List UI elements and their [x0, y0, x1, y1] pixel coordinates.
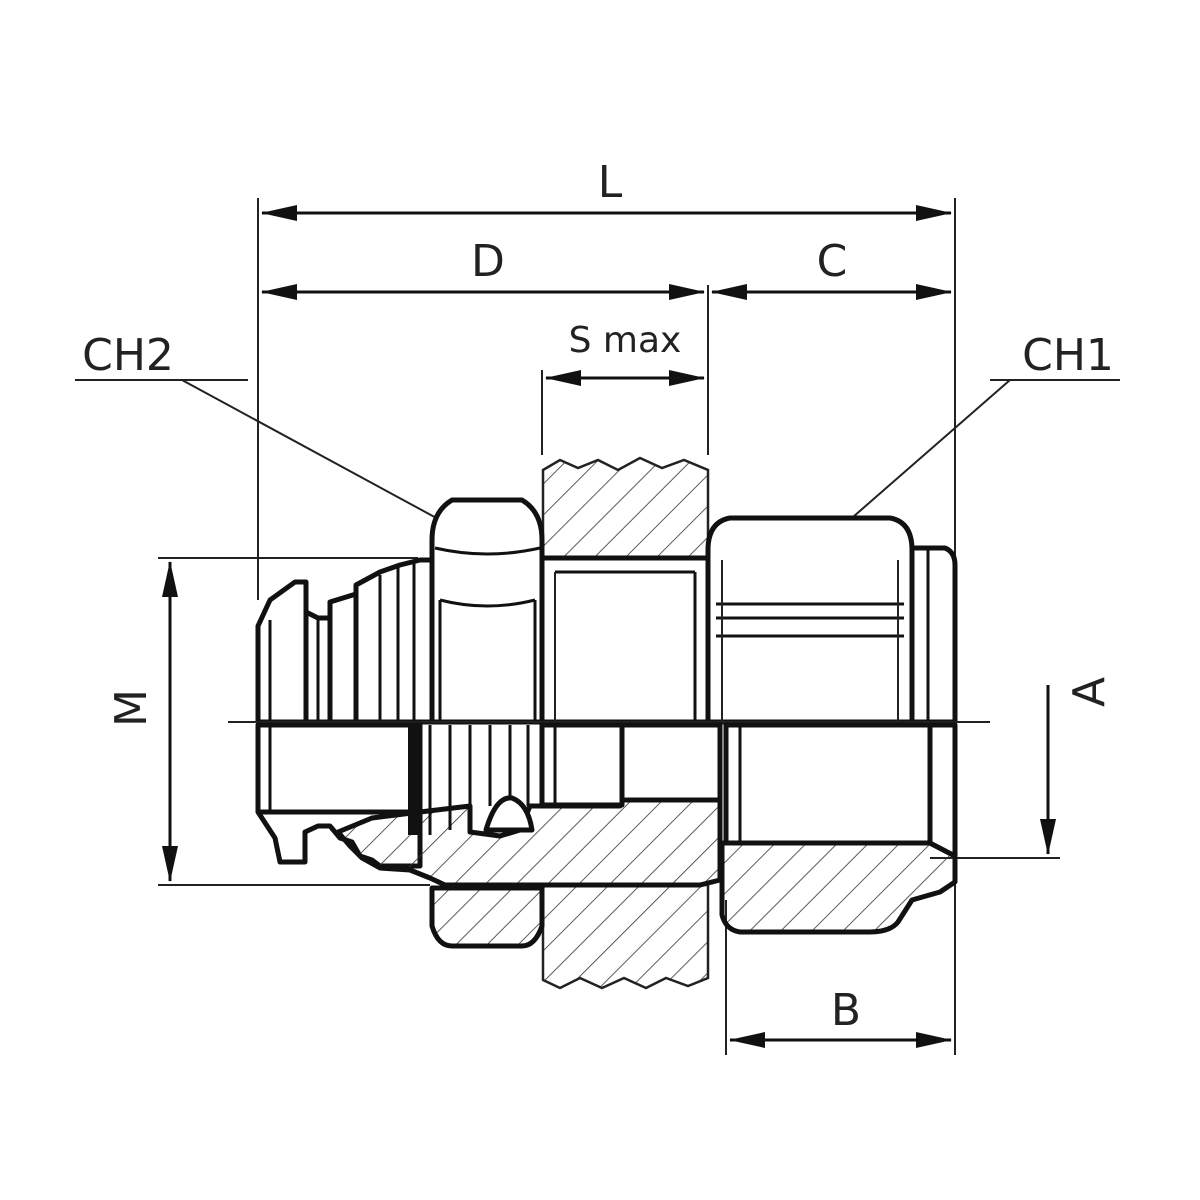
- panel-wall: [541, 456, 710, 990]
- label-S-max: S max: [569, 320, 682, 361]
- dimension-C: C: [711, 236, 952, 300]
- dimension-D: D: [261, 236, 705, 300]
- dimension-S-max: S max: [545, 320, 705, 386]
- dimension-B: B: [729, 985, 952, 1048]
- label-M: M: [106, 689, 157, 727]
- label-C: C: [817, 236, 848, 287]
- label-B: B: [831, 985, 861, 1036]
- label-L: L: [598, 157, 623, 208]
- label-A: A: [1064, 677, 1115, 707]
- dimension-A: A: [1040, 677, 1115, 855]
- dimension-L: L: [261, 157, 952, 221]
- extension-lines: [75, 198, 1120, 1055]
- label-D: D: [471, 236, 505, 287]
- leader-CH2: CH2: [82, 330, 491, 549]
- fitting-section: [255, 722, 958, 949]
- leader-CH1: CH1: [803, 330, 1114, 561]
- fitting-body: [255, 497, 958, 725]
- dimension-M: M: [106, 561, 178, 882]
- label-CH2: CH2: [82, 330, 174, 381]
- label-CH1: CH1: [1022, 330, 1114, 381]
